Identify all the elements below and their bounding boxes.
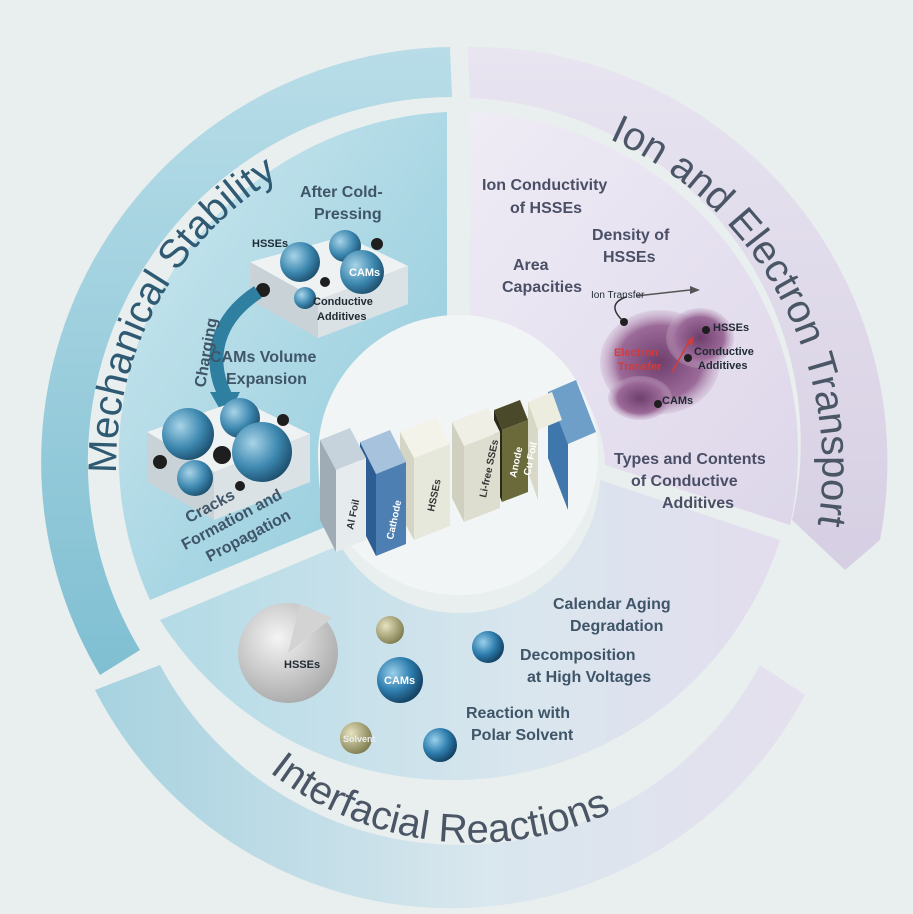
olive-particle bbox=[376, 616, 404, 644]
layer-hsses bbox=[400, 418, 450, 540]
solvent-particle bbox=[340, 722, 372, 754]
charging-arrow bbox=[209, 286, 262, 399]
label-decomposition: Decomposition at High Voltages bbox=[520, 647, 651, 686]
label-trans-hsses: HSSEs bbox=[713, 322, 749, 334]
label-inter-hsses: HSSEs bbox=[284, 659, 320, 671]
conductive-network bbox=[600, 286, 734, 420]
high-voltage-particle bbox=[472, 631, 504, 663]
label-mech-cams: CAMs bbox=[349, 267, 380, 279]
expanded-electrode bbox=[147, 398, 310, 520]
label-ion-transfer: Ion Transfer bbox=[591, 290, 645, 301]
label-volume-expansion: CAMs Volume Expansion bbox=[210, 349, 321, 388]
outer-sector-transport bbox=[468, 46, 888, 570]
label-calendar-aging: Calendar Aging Degradation bbox=[553, 596, 675, 635]
label-inter-cams: CAMs bbox=[384, 675, 415, 687]
inner-sector-interfacial bbox=[160, 480, 780, 781]
outer-sector-interfacial bbox=[95, 665, 805, 909]
cold-pressed-electrode bbox=[250, 230, 408, 338]
layer-cathode bbox=[360, 430, 406, 556]
label-polar-solvent: Reaction with Polar Solvent bbox=[466, 705, 574, 744]
label-electron-transfer: Electron Transfer bbox=[614, 347, 662, 373]
label-density: Density of HSSEs bbox=[592, 227, 674, 266]
layer-li-free-sses bbox=[452, 408, 500, 522]
label-mech-hsses: HSSEs bbox=[252, 238, 288, 250]
cams-particle bbox=[377, 657, 423, 703]
layer-al-foil bbox=[320, 428, 366, 552]
solvent-reaction-particle bbox=[423, 728, 457, 762]
label-area-capacities: Area Capacities bbox=[502, 257, 582, 296]
layer-anode-slab bbox=[528, 392, 562, 500]
label-types-contents: Types and Contents of Conductive Additiv… bbox=[614, 451, 770, 512]
outer-sector-mechanical bbox=[41, 47, 452, 675]
label-trans-cams: CAMs bbox=[662, 395, 693, 407]
label-after-cold-pressing: After Cold- Pressing bbox=[300, 184, 387, 223]
cell-stack: Al Foil Cathode HSSEs Li-free SSEs Anode… bbox=[320, 380, 596, 556]
label-solvent: Solvent bbox=[343, 734, 376, 744]
hsse-particle bbox=[238, 603, 338, 703]
label-trans-conductive: Conductive Additives bbox=[694, 346, 757, 372]
label-mech-conductive: Conductive Additives bbox=[313, 296, 376, 323]
label-ion-conductivity: Ion Conductivity of HSSEs bbox=[482, 177, 612, 217]
